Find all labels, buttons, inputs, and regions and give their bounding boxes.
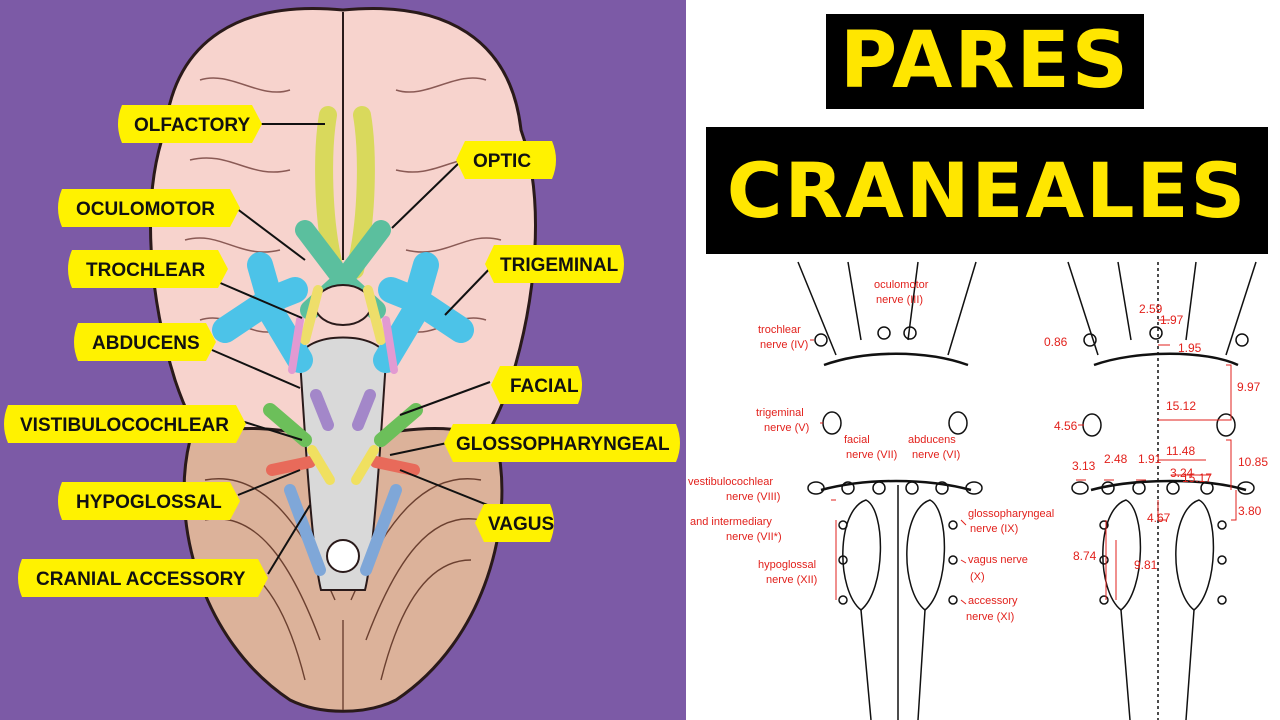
title-line-2: CRANEALES [706,127,1268,254]
vestibulocochlear-right [374,403,423,447]
svg-text:CRANIAL ACCESSORY: CRANIAL ACCESSORY [36,569,246,590]
m-456: 4.56 [1054,419,1078,433]
m-1085: 10.85 [1238,455,1268,469]
label-vagus: VAGUS [475,504,554,542]
m-981: 9.81 [1134,558,1158,572]
nerve-schematic: oculomotor nerve (III) trochlear nerve (… [688,261,1268,720]
facial-label: facial [844,434,870,446]
svg-text:nerve (XII): nerve (XII) [766,574,817,586]
glossopharyngeal-left [266,456,316,476]
trochlear-left [288,316,304,374]
svg-text:nerve (XI): nerve (XI) [966,611,1014,623]
svg-text:TRIGEMINAL: TRIGEMINAL [500,255,619,276]
label-cranial-accessory: CRANIAL ACCESSORY [18,559,268,597]
schematic-left-labels: oculomotor nerve (III) trochlear nerve (… [688,279,1054,623]
trochlear-right [382,316,398,374]
m-1148: 11.48 [1166,444,1195,458]
title-line-1: PARES [826,14,1144,109]
brain-diagram: OLFACTORY OPTIC OCULOMOTOR TROCHLEAR TRI… [4,7,680,713]
m-324: 3.24 [1170,466,1194,480]
label-olfactory: OLFACTORY [118,105,262,143]
m-467: 4.67 [1147,511,1171,525]
leader-lines [211,123,501,575]
m-086: 0.86 [1044,335,1068,349]
svg-text:nerve (IX): nerve (IX) [970,523,1018,535]
m-380: 3.80 [1238,504,1262,518]
m-259: 2.59 [1139,302,1163,316]
svg-text:nerve (VII): nerve (VII) [846,449,897,461]
accessory-label: accessory [968,595,1018,607]
accessory-right [360,484,402,576]
left-pointers [810,339,967,605]
svg-text:nerve (VII*): nerve (VII*) [726,531,782,543]
svg-text:and intermediary: and intermediary [690,516,772,528]
pituitary [314,284,372,326]
m-195: 1.95 [1178,341,1202,355]
svg-text:FACIAL: FACIAL [510,376,579,397]
svg-text:VISTIBULOCOCHLEAR: VISTIBULOCOCHLEAR [20,415,229,436]
brain-illustration-panel: OLFACTORY OPTIC OCULOMOTOR TROCHLEAR TRI… [0,0,686,720]
abducens-right [352,389,376,431]
schematic-right-outline [1067,261,1257,720]
label-vestibulocochlear: VISTIBULOCOCHLEAR [4,405,246,443]
label-trigeminal: TRIGEMINAL [485,245,624,283]
svg-text:nerve (VIII): nerve (VIII) [726,491,780,503]
glossopharyngeal-right [370,456,420,476]
oculomotor-label: oculomotor [874,279,929,291]
m-191: 1.91 [1138,452,1162,466]
glossopharyngeal-label: glossopharyngeal [968,508,1054,520]
m-313: 3.13 [1072,459,1096,473]
svg-text:nerve (III): nerve (III) [876,294,923,306]
hypoglossal-label: hypoglossal [758,559,816,571]
m-874: 8.74 [1073,549,1097,563]
label-glossopharyngeal: GLOSSOPHARYNGEAL [444,424,680,462]
label-trochlear: TROCHLEAR [68,250,228,288]
svg-text:ABDUCENS: ABDUCENS [92,333,200,354]
m-997: 9.97 [1237,380,1261,394]
label-optic: OPTIC [456,141,556,179]
svg-text:(X): (X) [970,571,985,583]
label-hypoglossal: HYPOGLOSSAL [58,482,240,520]
schematic-panel: PARES CRANEALES [686,0,1280,720]
schematic-left-outline [797,261,983,720]
vestibulocochlear-label: vestibulocochlear [688,476,773,488]
oculomotor-left [300,285,323,345]
label-facial: FACIAL [491,366,582,404]
accessory-left [284,484,326,576]
svg-text:HYPOGLOSSAL: HYPOGLOSSAL [76,492,222,513]
abducens-left [310,389,334,431]
svg-text:nerve (IV): nerve (IV) [760,339,808,351]
trigeminal-label: trigeminal [756,407,804,419]
svg-text:nerve (VI): nerve (VI) [912,449,960,461]
measurement-labels: 2.59 1.97 1.95 0.86 9.97 15.12 4.56 11.4… [1044,302,1268,572]
m-248: 2.48 [1104,452,1128,466]
svg-text:OCULOMOTOR: OCULOMOTOR [76,199,215,220]
abducens-label: abducens [908,434,956,446]
vagus-label: vagus nerve [968,554,1028,566]
svg-text:OPTIC: OPTIC [473,151,531,172]
svg-text:nerve (V): nerve (V) [764,422,809,434]
vagus-roots [307,445,379,485]
spinal-cord-section [326,539,360,573]
svg-text:GLOSSOPHARYNGEAL: GLOSSOPHARYNGEAL [456,434,670,455]
svg-text:VAGUS: VAGUS [488,514,554,535]
measurement-lines [1076,319,1237,600]
svg-text:OLFACTORY: OLFACTORY [134,115,250,136]
label-abducens: ABDUCENS [74,323,216,361]
vestibulocochlear-left [263,403,312,447]
m-197: 1.97 [1160,313,1184,327]
oculomotor-right [363,285,386,345]
m-1512: 15.12 [1166,399,1196,413]
svg-text:TROCHLEAR: TROCHLEAR [86,260,206,281]
m-1517: 15.17 [1182,471,1212,485]
trochlear-label: trochlear [758,324,801,336]
label-oculomotor: OCULOMOTOR [58,189,240,227]
